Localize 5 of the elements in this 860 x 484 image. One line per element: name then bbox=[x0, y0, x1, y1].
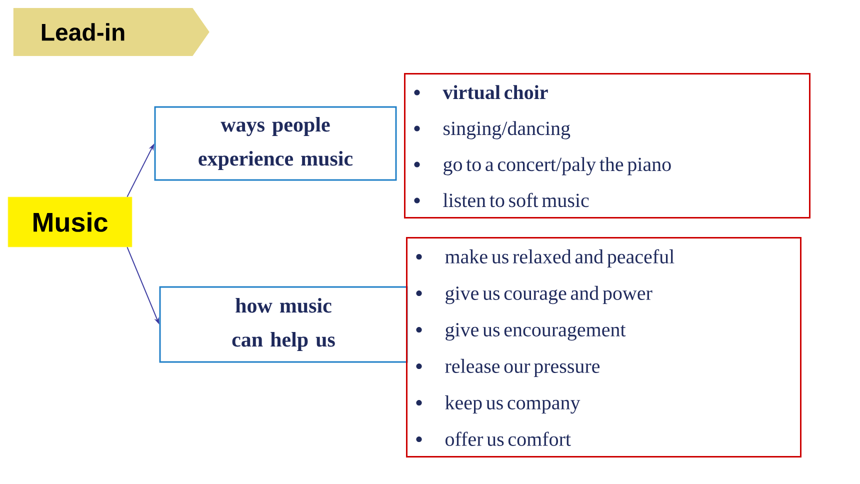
bullet-list-box: virtual choir singing/dancing go to a concert/paly the piano listen to soft music bbox=[404, 73, 810, 218]
category-box: how music can help us bbox=[159, 286, 408, 363]
bullet-list-box: make us relaxed and peaceful give us courage and power give us encouragement release our pressure keep us company offer us comfort bbox=[406, 237, 802, 458]
topic-box: Music bbox=[8, 196, 132, 248]
category-box: ways people experience music bbox=[154, 106, 397, 181]
